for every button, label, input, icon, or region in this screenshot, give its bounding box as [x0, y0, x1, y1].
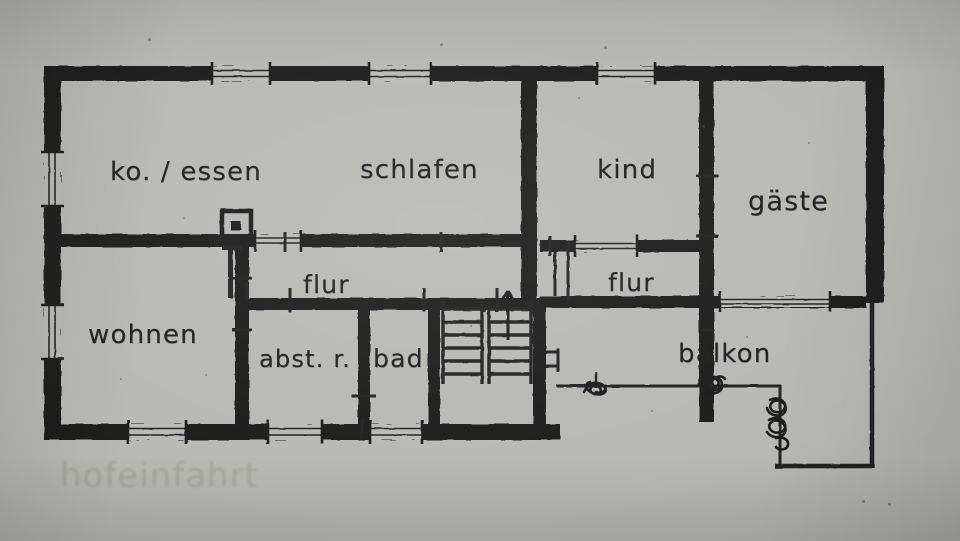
paper-speck — [604, 46, 607, 49]
paper-speck — [205, 374, 207, 376]
room-label-kind: kind — [597, 155, 658, 185]
balcony-railing-scribbles — [582, 374, 790, 451]
room-label-ko-essen: ko. / essen — [110, 157, 262, 187]
paper-speck — [702, 125, 705, 128]
room-label-wohnen: wohnen — [88, 320, 198, 350]
wall-mass-group — [44, 66, 884, 440]
paper-speck — [148, 38, 151, 41]
ghost-writing: hofeinfahrt — [60, 456, 259, 496]
paper-speck — [808, 142, 810, 144]
paper-speck — [578, 97, 580, 99]
paper-speck — [120, 378, 122, 380]
paper-speck — [183, 217, 185, 219]
paper-speck — [470, 325, 472, 327]
paper-speck — [888, 503, 891, 506]
door-openings — [232, 174, 718, 438]
svg-text:hofeinfahrt: hofeinfahrt — [60, 456, 259, 496]
paper-speck — [746, 336, 748, 338]
room-label-flur-left: flur — [303, 270, 350, 299]
paper-speck — [651, 410, 653, 412]
paper-speck — [862, 500, 865, 503]
room-label-bad: bad — [373, 344, 424, 373]
room-label-gaeste: gäste — [748, 186, 829, 217]
room-label-abst-r: abst. r. — [259, 345, 352, 373]
window-openings-group — [41, 62, 832, 444]
room-label-flur-right: flur — [608, 268, 655, 297]
room-label-balkon: balkon — [678, 339, 772, 369]
stair-direction-arrow — [501, 290, 515, 340]
staircase — [441, 290, 560, 384]
balcony-outline — [556, 303, 875, 469]
room-label-schlafen: schlafen — [360, 155, 479, 185]
chimney-flue-box — [219, 208, 254, 298]
paper-speck — [440, 43, 443, 46]
